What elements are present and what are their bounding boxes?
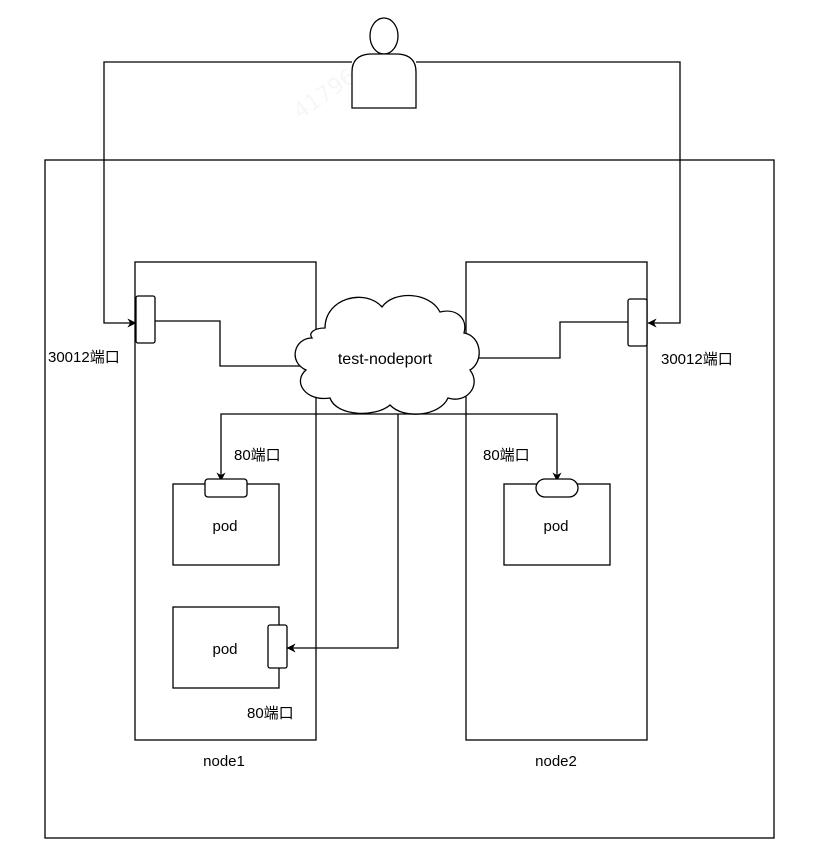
pod2-port-label: 80端口 [247, 705, 294, 722]
node1-nodeport-label: 30012端口 [48, 349, 120, 366]
pod3-port-label: 80端口 [483, 447, 530, 464]
node2-port-to-service-edge [461, 321, 628, 363]
node1-label: node1 [203, 753, 245, 770]
service-to-pod2-edge [286, 414, 399, 653]
node1-port-to-service-edge [155, 320, 313, 371]
pod1-label: pod [212, 518, 237, 535]
pod1-port-marker [204, 478, 248, 498]
user-to-node1-port-edge [103, 61, 352, 328]
service-cloud [294, 294, 480, 415]
pod1-port-label: 80端口 [234, 447, 281, 464]
service-to-pod1-edge [216, 413, 398, 482]
node2-label: node2 [535, 753, 577, 770]
pod2-port-marker [267, 624, 288, 669]
user-to-node2-port-edge [416, 61, 681, 328]
user-actor-icon [351, 17, 417, 109]
node1-nodeport-marker [135, 295, 156, 344]
node2-nodeport-marker [627, 298, 648, 347]
service-to-pod3-edge [398, 413, 562, 482]
pod3-label: pod [543, 518, 568, 535]
pod2-label: pod [212, 641, 237, 658]
pod3-port-marker [535, 478, 579, 498]
service-label: test-nodeport [338, 351, 433, 368]
node2-nodeport-label: 30012端口 [661, 351, 733, 368]
